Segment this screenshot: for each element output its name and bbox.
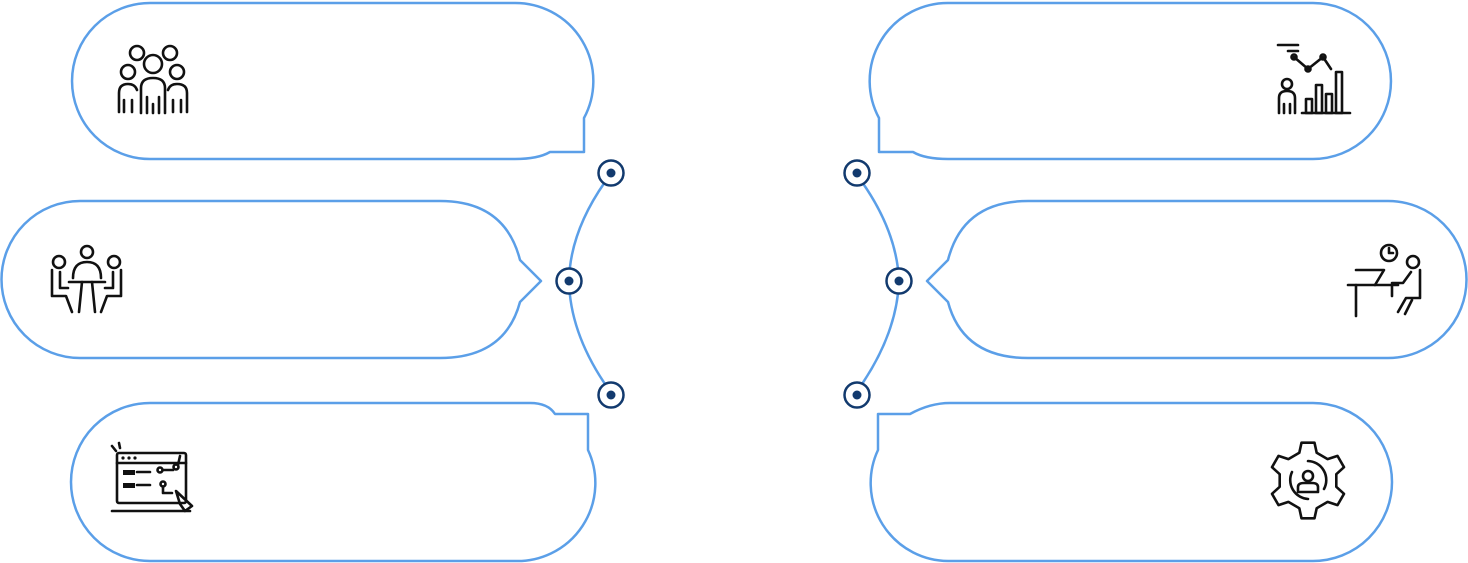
bubble-middle-left xyxy=(0,199,543,360)
gear-user-icon xyxy=(1270,441,1346,520)
node-top-right xyxy=(843,159,871,187)
node-bottom-right xyxy=(843,381,871,409)
bubble-top-left xyxy=(70,1,595,161)
desk-work-clock-icon xyxy=(1346,243,1422,318)
node-middle-left xyxy=(555,267,583,295)
bubble-middle-right xyxy=(925,199,1468,360)
team-group-icon xyxy=(117,44,189,115)
bubble-bottom-right xyxy=(869,401,1394,563)
node-middle-right xyxy=(885,267,913,295)
node-bottom-left xyxy=(597,381,625,409)
node-top-left xyxy=(597,159,625,187)
web-workflow-icon xyxy=(110,441,194,513)
meeting-table-icon xyxy=(50,244,123,314)
bubble-top-right xyxy=(868,1,1393,161)
bubble-bottom-left xyxy=(69,401,597,563)
analytics-person-chart-icon xyxy=(1276,43,1352,115)
